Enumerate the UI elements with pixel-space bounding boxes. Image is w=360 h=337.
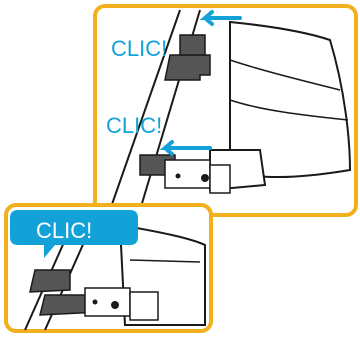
top-connector-upper-b: [180, 35, 205, 55]
bottom-latch-dot: [93, 300, 98, 305]
clic-label-middle: CLIC!: [106, 113, 162, 138]
bottom-connector-upper: [30, 270, 70, 292]
bottom-latch-button: [130, 292, 158, 320]
top-latch-housing: [165, 160, 210, 188]
bottom-latch-indicator: [111, 301, 119, 309]
clic-bubble-label: CLIC!: [36, 218, 92, 243]
top-latch-dot: [176, 174, 181, 179]
bottom-latch-housing: [85, 288, 130, 316]
bottom-panel: CLIC!: [6, 205, 211, 331]
clic-label-top: CLIC!: [111, 36, 167, 61]
top-panel: CLIC! CLIC!: [95, 6, 356, 215]
top-latch-indicator: [201, 174, 209, 182]
top-latch-button: [210, 165, 230, 193]
